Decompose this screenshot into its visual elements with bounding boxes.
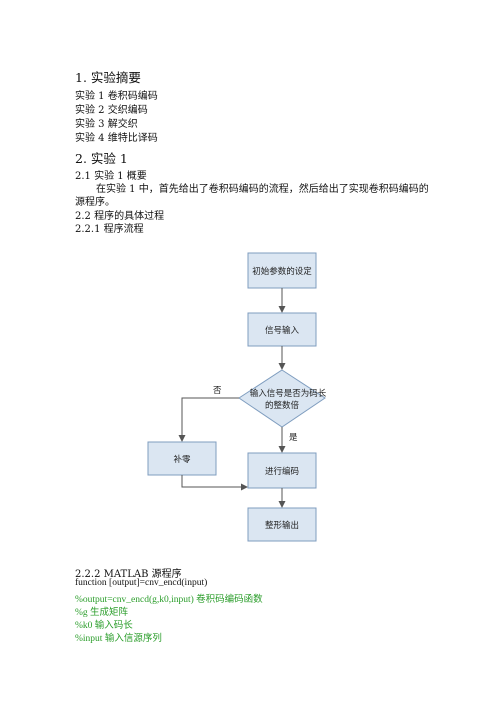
paragraph-line-1: 在实验 1 中，首先给出了卷积码编码的流程，然后给出了实现卷积码编码的	[96, 184, 429, 195]
flow-box-pad	[147, 441, 217, 476]
flow-box-output	[247, 507, 317, 542]
summary-item-3: 实验 3 解交织	[75, 119, 138, 130]
label-no: 否	[213, 386, 222, 396]
flow-box-input	[247, 312, 317, 347]
summary-item-2: 实验 2 交织编码	[75, 105, 148, 116]
code-line-4: %k0 输入码长	[75, 621, 133, 631]
section-heading-summary: 1. 实验摘要	[75, 70, 141, 85]
code-line-2: %output=cnv_encd(g,k0,input) 卷积码编码函数	[75, 595, 263, 605]
section-heading-exp1: 2. 实验 1	[75, 151, 128, 166]
subsection-2-2-1: 2.2.1 程序流程	[75, 224, 144, 235]
flow-decision-line2: 的整数倍	[265, 400, 300, 411]
subsection-2-2-2: 2.2.2 MATLAB 源程序	[75, 569, 182, 580]
flow-box-pad-label: 补零	[173, 454, 191, 465]
flow-box-init	[247, 252, 317, 289]
label-yes: 是	[289, 433, 298, 443]
code-line-1: function [output]=cnv_encd(input)	[75, 578, 208, 588]
summary-item-4: 实验 4 维特比译码	[75, 133, 158, 144]
flow-box-input-label: 信号输入	[265, 325, 300, 336]
summary-item-1: 实验 1 卷积码编码	[75, 91, 158, 102]
code-line-3: %g 生成矩阵	[75, 608, 129, 618]
arrow-pad-to-encode	[181, 475, 248, 491]
subsection-2-1: 2.1 实验 1 概要	[75, 171, 147, 182]
paragraph-line-2: 源程序。	[75, 197, 115, 208]
flow-box-encode	[247, 452, 317, 489]
flow-box-init-label: 初始参数的设定	[252, 266, 312, 277]
flow-box-output-label: 整形输出	[265, 520, 299, 531]
flow-box-encode-label: 进行编码	[265, 466, 299, 477]
code-line-5: %input 输入信源序列	[75, 634, 162, 644]
subsection-2-2: 2.2 程序的具体过程	[75, 211, 165, 222]
arrow-no	[178, 397, 239, 442]
flow-decision-line1: 输入信号是否为码长	[250, 388, 327, 399]
